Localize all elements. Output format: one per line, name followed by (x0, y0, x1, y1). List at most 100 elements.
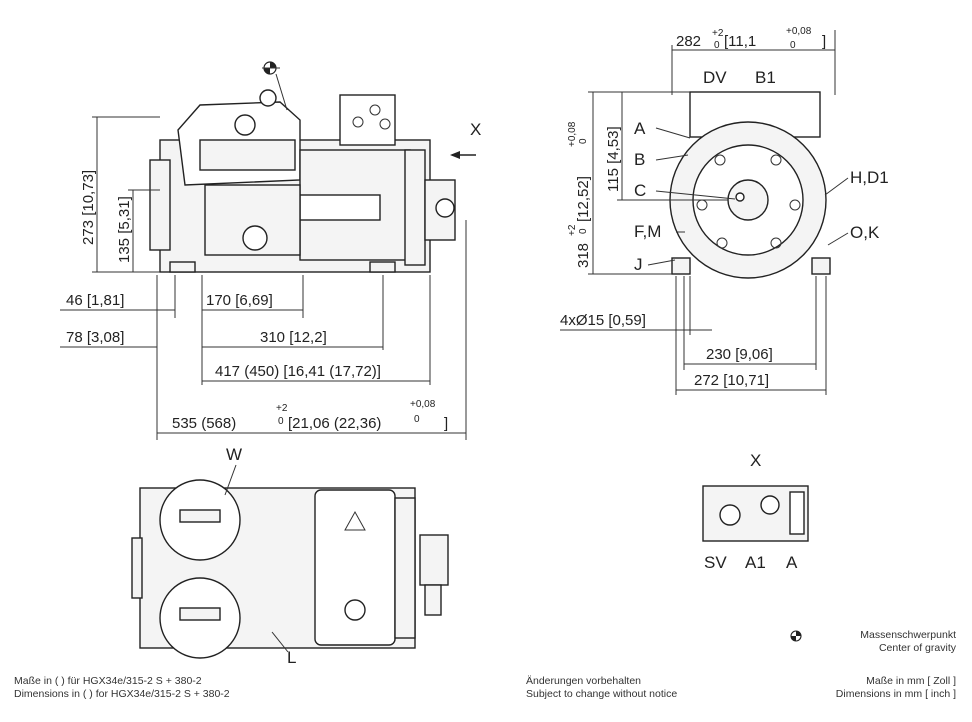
dim-170: 170 (206, 292, 231, 309)
svg-text:78 [3,08]: 78 [3,08] (66, 329, 124, 346)
dim-272-inch: 10,71 (727, 372, 765, 389)
svg-text:273 [10,73]: 273 [10,73] (80, 170, 97, 245)
dim-115-inch: 4,53 (605, 131, 622, 160)
legend-cog-de: Massenschwerpunkt (860, 629, 956, 641)
center-of-gravity-icon (262, 61, 288, 111)
svg-text:]: ] (444, 415, 448, 432)
legend-cog: Massenschwerpunkt Center of gravity (806, 629, 956, 655)
footer-right: Maße in mm [ Zoll ] Dimensions in mm [ i… (780, 675, 956, 701)
footer-mid-de: Änderungen vorbehalten (526, 675, 642, 687)
svg-text:4xØ15 [0,59]: 4xØ15 [0,59] (560, 312, 646, 329)
dim-310-inch: 12,2 (293, 329, 322, 346)
dim-535-inch-tol-upper: +0,08 (410, 399, 436, 410)
dim-282-tol-upper: +2 (712, 28, 724, 39)
side-head-fins (199, 139, 296, 171)
label-J: J (634, 255, 643, 274)
dim-holes: 4xØ15 (560, 312, 604, 329)
dim-318-inch: 12,52 (575, 180, 592, 218)
svg-text:[21,06 (22,36): [21,06 (22,36) (288, 415, 381, 432)
view-x-title: X (750, 451, 761, 470)
side-suction-valve (435, 198, 455, 218)
dim-535-inch-tol-lower: 0 (414, 414, 420, 425)
label-C: C (634, 181, 646, 200)
dim-273: 273 (80, 220, 97, 245)
dim-46: 46 (66, 292, 83, 309)
dim-282: 282 (676, 33, 701, 50)
svg-text:170 [6,69]: 170 [6,69] (206, 292, 273, 309)
svg-text:310 [12,2]: 310 [12,2] (260, 329, 327, 346)
footer-right-de: Maße in mm [ Zoll ] (866, 675, 956, 687)
dim-273-inch: 10,73 (80, 174, 97, 212)
dim-535: 535 (568) (172, 415, 236, 432)
label-A: A (634, 119, 646, 138)
svg-text:46 [1,81]: 46 [1,81] (66, 292, 124, 309)
legend-cog-en: Center of gravity (878, 642, 956, 654)
label-W: W (226, 445, 242, 464)
dim-417-inch: 16,41 (17,72) (288, 363, 377, 380)
side-nameplate (299, 194, 381, 221)
svg-text:]: ] (822, 33, 826, 50)
label-DV: DV (703, 68, 727, 87)
dim-318: 318 (575, 243, 592, 268)
dim-78: 78 (66, 329, 83, 346)
top-suction-valve (419, 534, 449, 586)
dim-282-tol-lower: 0 (714, 40, 720, 51)
svg-text:[12,52]: [12,52] (575, 176, 592, 222)
label-OK: O,K (850, 223, 880, 242)
footer-mid-en: Subject to change without notice (526, 688, 678, 700)
legend-cog-icon (790, 630, 802, 642)
svg-text:535 (568): 535 (568) (172, 415, 236, 432)
side-lifting-eye (259, 89, 277, 107)
dim-282-inch-tol-lower: 0 (790, 40, 796, 51)
dim-310: 310 (260, 329, 285, 346)
dim-282-inch: 11,1 (728, 33, 756, 50)
dim-272: 272 (694, 372, 719, 389)
dim-318-tol-upper: +2 (567, 224, 578, 236)
dim-230-inch: 9,06 (739, 346, 768, 363)
view-x: X SV A1 A (702, 451, 809, 572)
view-x-label-sv: SV (704, 553, 727, 572)
dim-318-tol-lower: 0 (578, 228, 589, 234)
dim-417: 417 (450) (215, 363, 279, 380)
view-arrow-label: X (470, 120, 481, 139)
front-view: DV B1 A B C F,M J H,D1 O,K 282 +2 0 [11,… (560, 26, 889, 395)
footer-right-en: Dimensions in mm [ inch ] (835, 688, 956, 700)
front-hub (727, 179, 769, 221)
side-foot-right (369, 261, 396, 273)
side-foot-left (169, 261, 196, 273)
front-foot-right (811, 257, 831, 275)
dim-135: 135 (116, 238, 133, 263)
side-sight-glass (242, 225, 268, 251)
footer-mid: Änderungen vorbehalten Subject to change… (526, 675, 677, 701)
dim-46-inch: 1,81 (91, 292, 120, 309)
dim-535-tol-lower: 0 (278, 416, 284, 427)
side-head-cap (234, 114, 256, 136)
svg-text:230 [9,06]: 230 [9,06] (706, 346, 773, 363)
label-L: L (287, 648, 296, 667)
label-B1: B1 (755, 68, 776, 87)
svg-text:417 (450) [16,41 (17,72)]: 417 (450) [16,41 (17,72)] (215, 363, 381, 380)
dim-282-inch-tol-upper: +0,08 (786, 26, 812, 37)
top-view: W L (131, 445, 449, 667)
front-foot-left (671, 257, 691, 275)
side-end-cover (149, 159, 171, 251)
side-motor-cover (404, 149, 426, 266)
label-HD1: H,D1 (850, 168, 889, 187)
dim-318-inch-tol-lower: 0 (578, 138, 589, 144)
dim-78-inch: 3,08 (91, 329, 120, 346)
dim-535-tol-upper: +2 (276, 403, 288, 414)
footer-left-en: Dimensions in ( ) for HGX34e/315-2 S + 3… (14, 688, 230, 700)
dim-170-inch: 6,69 (239, 292, 268, 309)
svg-text:135 [5,31]: 135 [5,31] (116, 196, 133, 263)
top-terminal-box (314, 489, 396, 646)
dim-318-inch-tol-upper: +0,08 (567, 121, 578, 147)
side-view: X 273 [10,73] 135 [5,31] 46 [1,81] 170 [… (60, 61, 481, 440)
footer-left: Maße in ( ) für HGX34e/315-2 S + 380-2 D… (14, 675, 230, 701)
dim-135-inch: 5,31 (116, 200, 133, 229)
dim-115: 115 (605, 168, 622, 192)
svg-text:272 [10,71]: 272 [10,71] (694, 372, 769, 389)
svg-text:[11,1: [11,1 (724, 33, 756, 50)
svg-text:318: 318 (575, 243, 592, 268)
